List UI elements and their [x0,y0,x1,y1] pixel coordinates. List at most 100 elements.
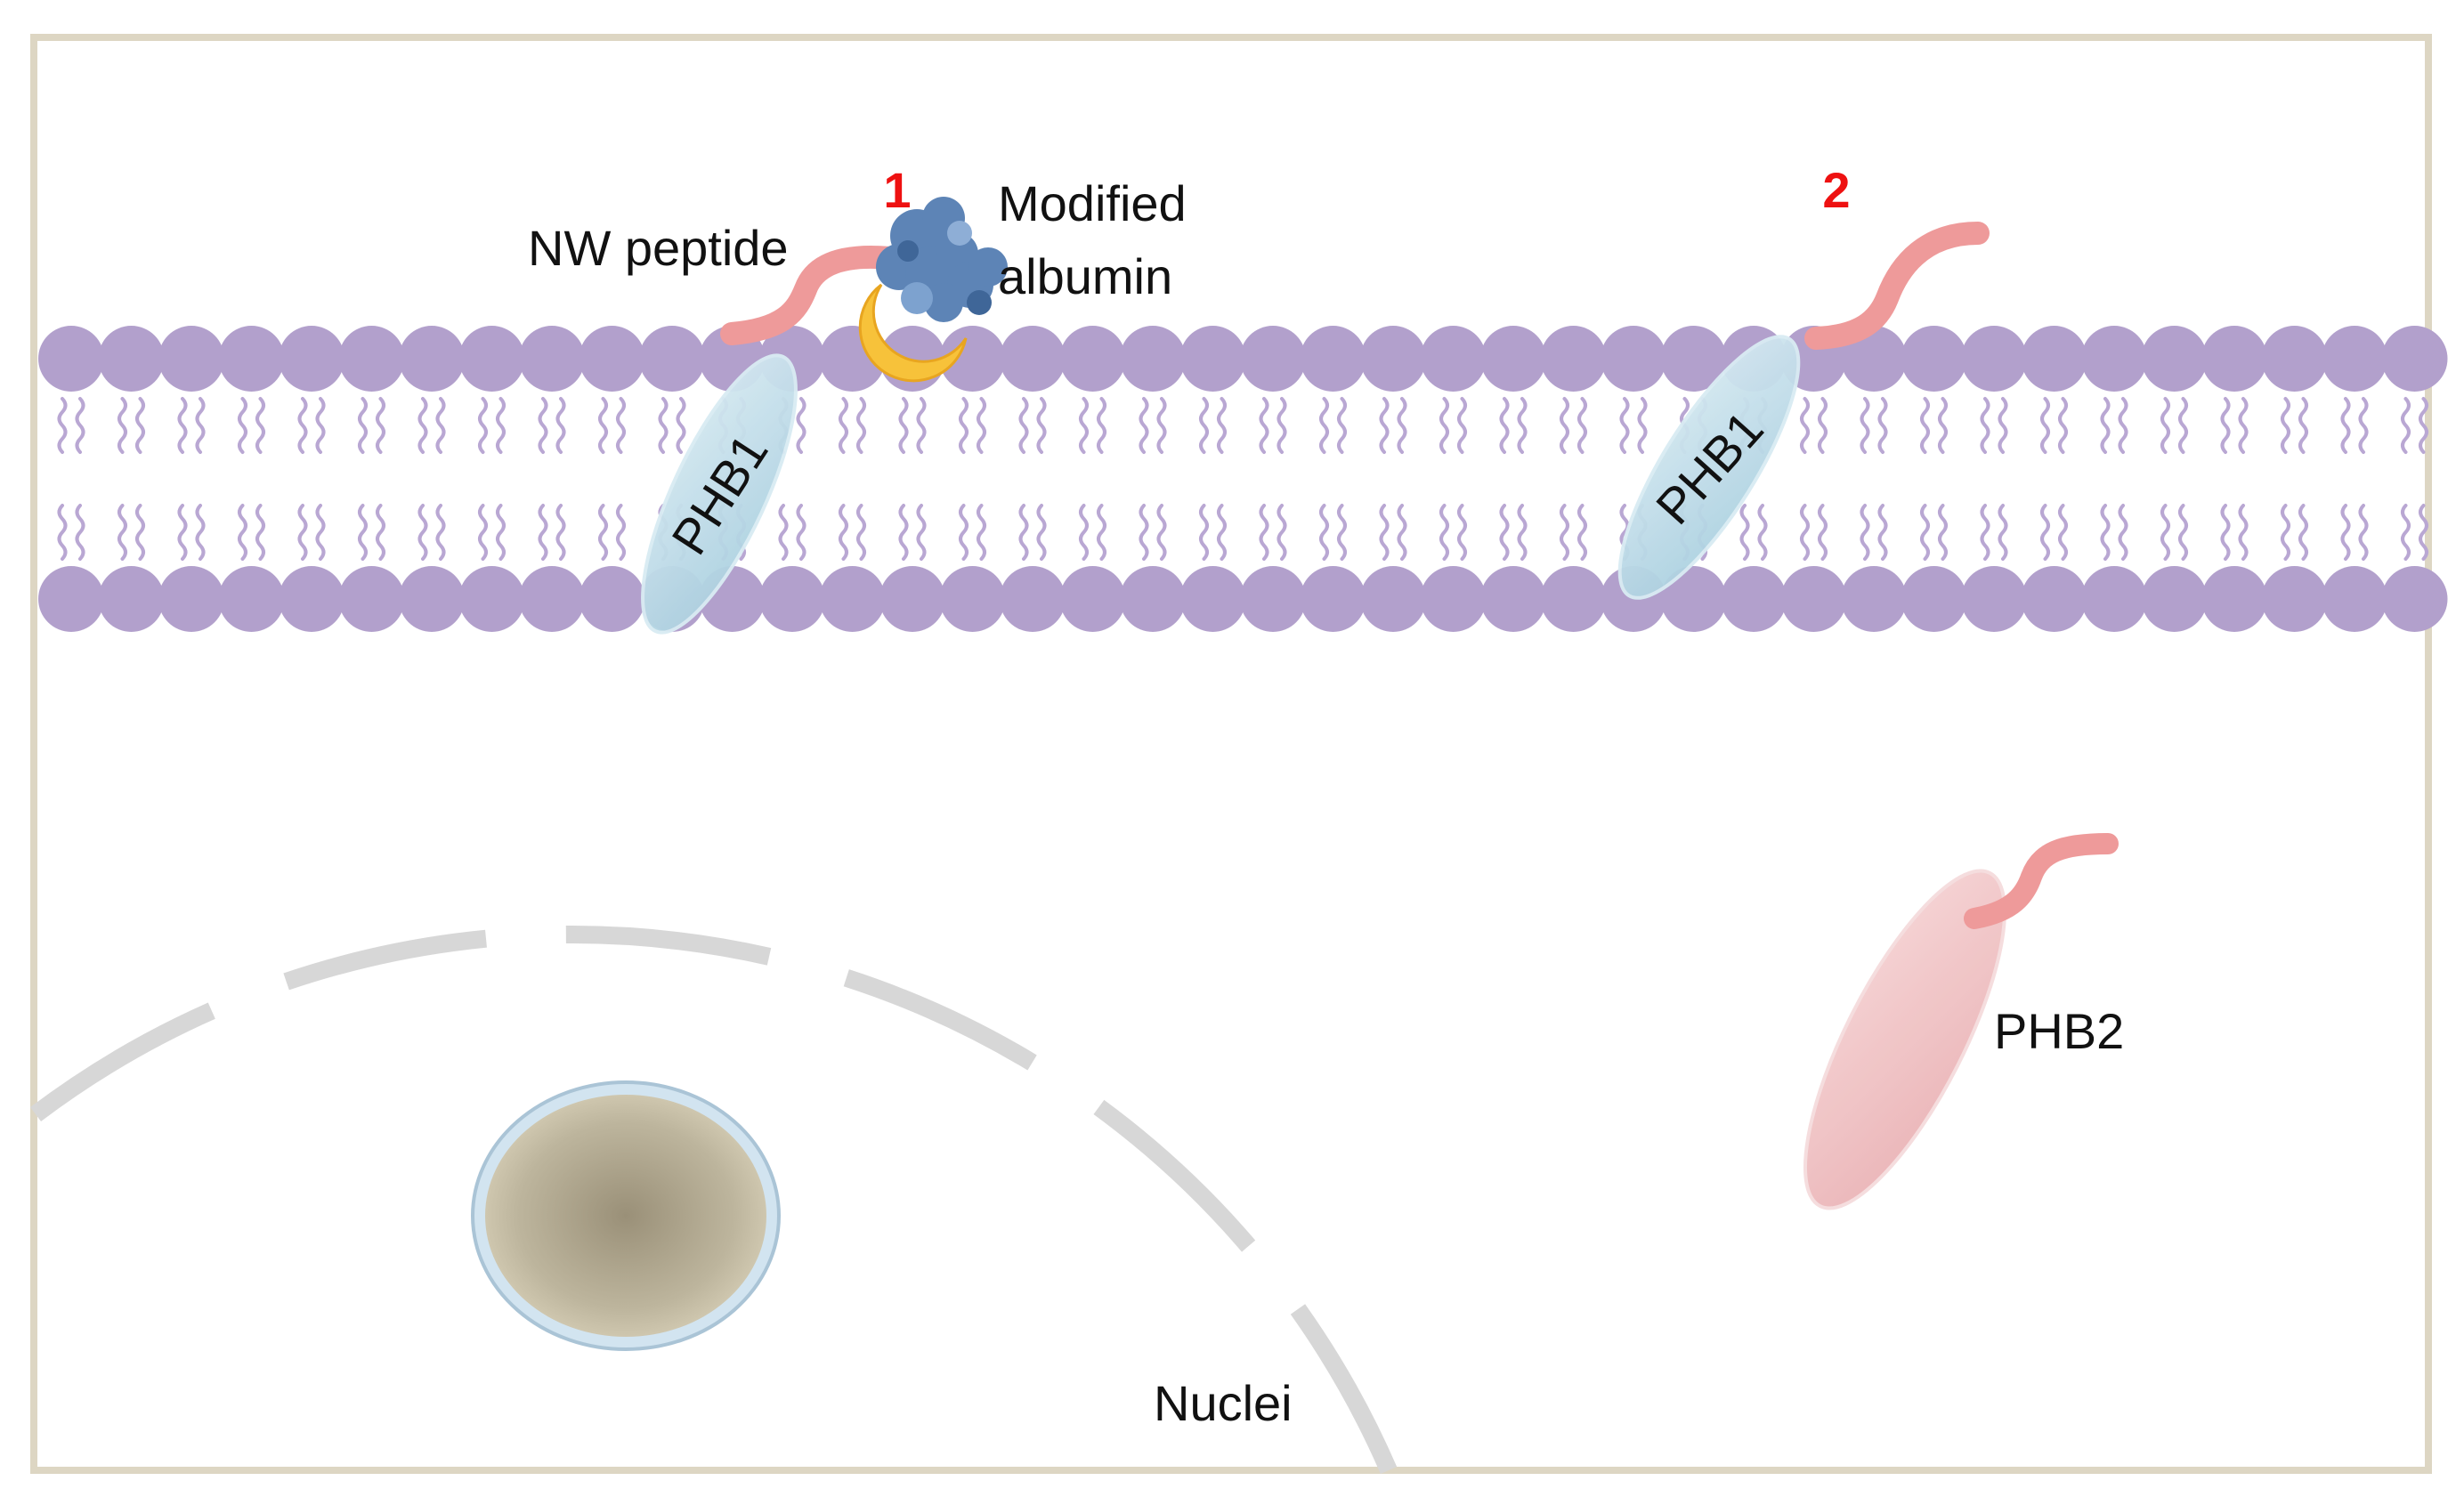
nw-peptide-1 [720,246,902,345]
lipid-tail [1818,397,1828,454]
lipid-tail [376,504,385,561]
lipid-tail [1156,397,1167,454]
lipid-tail [255,504,265,561]
lipid-tail [1277,504,1287,561]
lipid-tail [1379,397,1390,454]
lipid-tail [1397,504,1407,561]
lipid-tail [1036,504,1047,561]
lipid-tail [1337,397,1347,454]
lipid-tail [856,504,866,561]
lipid-head [218,566,285,632]
lipid-tail [676,397,686,454]
lipid-head [2322,326,2387,392]
albumin-protein-icon [876,197,1008,322]
lipid-tail [195,504,206,561]
lipid-tail [315,504,326,561]
lipid-head [1780,566,1847,632]
lipid-tail [1998,397,2008,454]
lipid-head [98,326,165,392]
lipid-tail [135,504,145,561]
lipid-tail [435,397,446,454]
lipid-head [879,566,945,632]
lipid-head [2261,326,2328,392]
crescent-ligand-icon [858,283,968,383]
lipid-head [1540,326,1607,392]
lipid-tail [2358,504,2369,561]
lipid-head [338,566,405,632]
lipid-tail [478,504,488,561]
lipid-head [1901,326,1967,392]
lipid-head [1179,326,1246,392]
lipid-head [2141,566,2208,632]
lipid-head [1841,566,1907,632]
lipid-head [1000,326,1066,392]
lipid-tail [2118,504,2128,561]
lipid-tail [2281,397,2290,454]
lipid-tail [1457,397,1467,454]
lipid-tail [255,397,265,454]
lipid-tail [135,397,145,454]
lipid-tail [1499,397,1510,454]
lipid-tail [2160,504,2170,561]
lipid-tail [496,397,506,454]
lipid-head [338,326,405,392]
lipid-tail [1938,397,1948,454]
lipid-head [1901,566,1967,632]
lipid-head [1420,326,1487,392]
lipid-tail [435,504,446,561]
lipid-tail [358,504,368,561]
lipid-tail [358,397,368,454]
lipid-tail [177,397,188,454]
lipid-tail [1757,504,1768,561]
lipid-tail [916,504,927,561]
phb2-label: PHB2 [1994,1003,2124,1059]
lipid-head [218,326,285,392]
lipid-head [519,326,585,392]
lipid-tail [1018,397,1029,454]
lipid-tail [658,397,669,454]
nuclei-label: Nuclei [1154,1375,1293,1431]
lipid-head [2381,326,2448,392]
lipid-tail [1139,504,1149,561]
lipid-tail [538,504,548,561]
lipid-head [579,566,645,632]
lipid-head [2201,326,2267,392]
lipid-tail [2298,397,2308,454]
lipid-tail [1097,397,1106,454]
lipid-head [1480,566,1546,632]
lipid-head [1601,326,1666,392]
lipid-head [399,326,465,392]
lipid-tail [2100,504,2111,561]
lipid-tail [2040,397,2050,454]
lipid-head [939,566,1006,632]
nw-peptide-3 [1964,833,2119,929]
lipid-head [1540,566,1607,632]
lipid-tail [796,504,806,561]
lipid-tail [75,504,85,561]
lipid-tail [297,504,308,561]
lipid-tail [2058,504,2068,561]
lipid-head [579,326,645,392]
lipid-tail [1439,504,1449,561]
lipid-tail [2298,504,2308,561]
lipid-tail [75,397,85,454]
step-number-1: 1 [883,162,911,218]
lipid-head [1059,566,1126,632]
lipid-tail [1199,397,1209,454]
lipid-tail [1036,397,1047,454]
lipid-tail [1637,397,1648,454]
lipid-tail [1457,504,1467,561]
lipid-tail [417,504,428,561]
lipid-tail [2040,504,2050,561]
lipid-tail [1018,504,1029,561]
lipid-tail [2178,397,2188,454]
lipid-tail [1920,504,1930,561]
lipid-tail [1517,397,1528,454]
lipid-tail [1217,504,1227,561]
lipid-tail [1079,397,1089,454]
lipid-tail [959,397,969,454]
lipid-tail [555,504,566,561]
lipid-tail [118,397,127,454]
lipid-tail [1980,504,1990,561]
lipid-head [2381,566,2448,632]
